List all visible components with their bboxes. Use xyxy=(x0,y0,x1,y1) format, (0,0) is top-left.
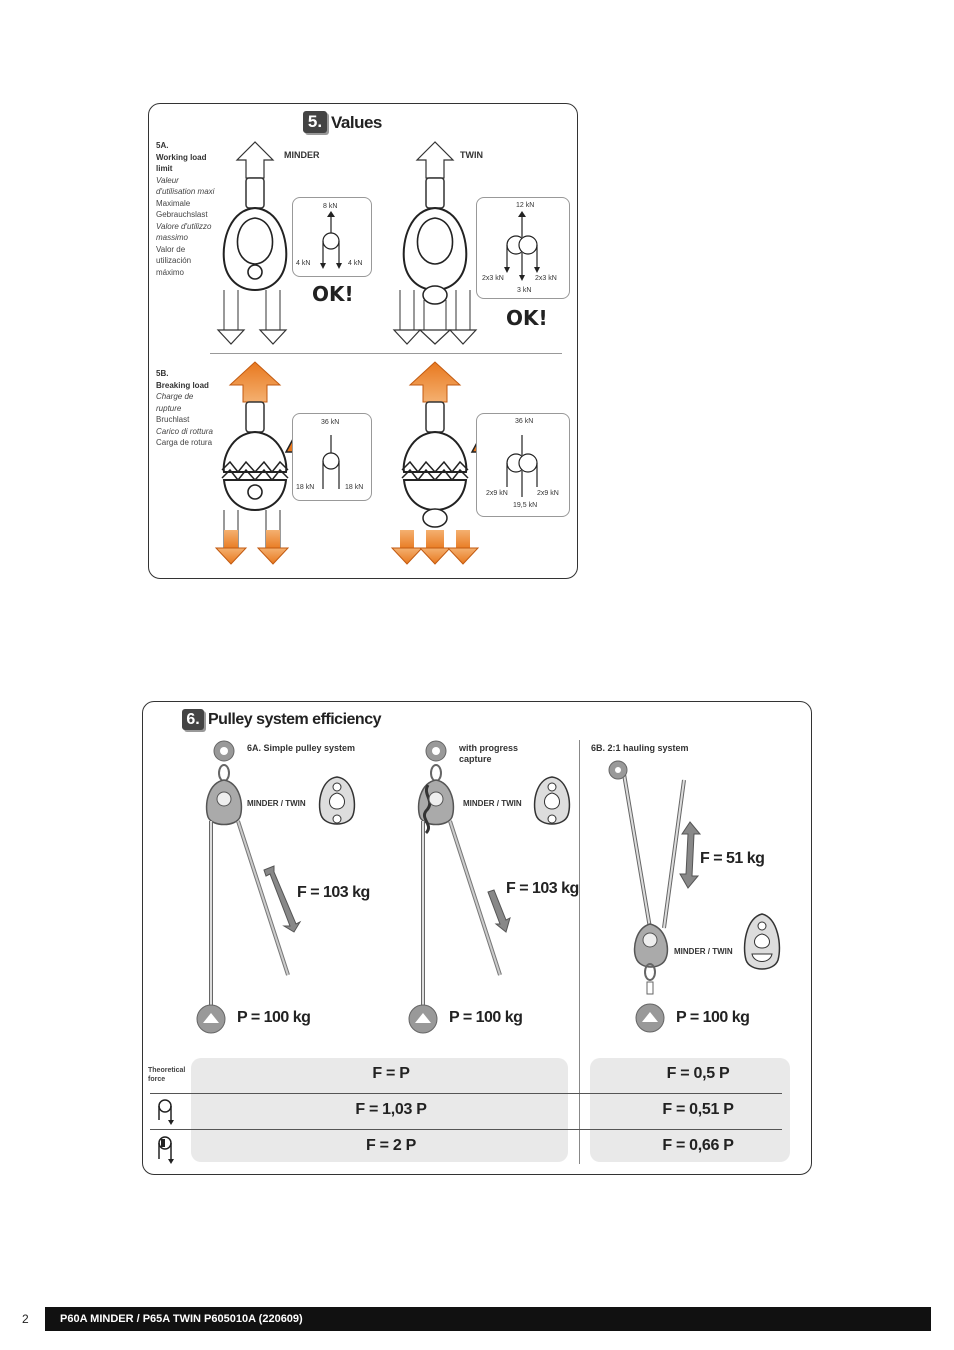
hauling-arrow xyxy=(679,821,702,889)
col2-label: with progress capture xyxy=(459,743,519,764)
wll-it: Valore d'utilizzo massimo xyxy=(156,221,212,243)
breaking-code: 5B. xyxy=(156,369,169,378)
device-label-3: MINDER / TWIN xyxy=(674,947,733,956)
column-divider xyxy=(579,740,580,1164)
progress-capture-illustration xyxy=(408,740,502,1034)
minder-wll-box xyxy=(292,197,372,277)
theoretical-label: Theoretical force xyxy=(148,1067,186,1083)
section-5-divider xyxy=(210,353,562,354)
col3-load: P = 100 kg xyxy=(676,1009,750,1026)
single-rope-icon xyxy=(158,1099,174,1125)
formula-left-2: F = 1,03 P xyxy=(355,1101,427,1118)
col1-force: F = 103 kg xyxy=(297,884,370,901)
wll-fr: Valeur d'utilisation maxi xyxy=(156,175,215,197)
formula-right-1: F = 0,5 P xyxy=(666,1065,730,1082)
minder-break-diagram xyxy=(322,435,340,489)
simple-pulley-illustration xyxy=(196,740,290,1034)
twin-label: TWIN xyxy=(460,150,483,160)
section-5-badge: 5. xyxy=(303,111,327,133)
twin-wll-diagram xyxy=(504,211,540,281)
twin-break-illustration xyxy=(390,361,480,565)
minder-twin-icon-1 xyxy=(318,776,356,825)
minder-ok-label: OK! xyxy=(312,282,354,306)
minder-wll-diagram xyxy=(320,211,342,269)
breaking-de: Bruchlast xyxy=(156,415,190,424)
section-6-badge: 6. xyxy=(182,709,204,730)
twin-wll-top: 12 kN xyxy=(516,202,535,209)
device-label-1: MINDER / TWIN xyxy=(247,799,306,808)
page-number: 2 xyxy=(22,1312,29,1326)
device-label-2: MINDER / TWIN xyxy=(463,799,522,808)
minder-wll-left: 4 kN xyxy=(296,260,311,267)
minder-wll-right: 4 kN xyxy=(348,260,363,267)
table-rule-1 xyxy=(150,1093,782,1094)
footer-text: P60A MINDER / P65A TWIN P605010A (220609… xyxy=(60,1313,303,1325)
col3-force: F = 51 kg xyxy=(700,850,765,867)
progress-capture-arrow xyxy=(487,889,511,933)
formula-table-right xyxy=(590,1058,790,1162)
breaking-it: Carico di rottura xyxy=(156,426,213,436)
col2-load: P = 100 kg xyxy=(449,1009,523,1026)
minder-break-top: 36 kN xyxy=(321,419,340,426)
twin-break-right: 2x9 kN xyxy=(537,490,559,497)
wll-code: 5A. xyxy=(156,141,169,150)
twin-wll-illustration xyxy=(392,141,478,345)
wll-legend: 5A. Working load limit Valeur d'utilisat… xyxy=(156,140,216,278)
wll-title: Working load limit xyxy=(156,152,207,174)
table-rule-2 xyxy=(150,1129,782,1130)
breaking-title: Breaking load xyxy=(156,380,209,390)
twin-wll-left: 2x3 kN xyxy=(482,275,504,282)
minder-twin-icon-2 xyxy=(533,776,571,825)
formula-right-2: F = 0,51 P xyxy=(662,1101,734,1118)
formula-right-3: F = 0,66 P xyxy=(662,1137,734,1154)
section-5-number: 5. xyxy=(307,112,323,131)
col1-label: 6A. Simple pulley system xyxy=(247,743,356,753)
twin-wll-bottom: 3 kN xyxy=(517,287,532,294)
minder-break-left: 18 kN xyxy=(296,484,315,491)
minder-break-right: 18 kN xyxy=(345,484,364,491)
footer-bar xyxy=(45,1307,931,1331)
twin-wll-right: 2x3 kN xyxy=(535,275,557,282)
section-6-number: 6. xyxy=(186,711,200,728)
breaking-fr: Charge de rupture xyxy=(156,392,194,413)
twin-ok-label: OK! xyxy=(506,306,548,330)
formula-left-1: F = P xyxy=(372,1065,410,1082)
minder-label: MINDER xyxy=(284,150,320,160)
minder-wll-illustration xyxy=(216,141,288,345)
breaking-legend: 5B. Breaking load Charge de rupture Bruc… xyxy=(156,368,216,449)
wll-de: Maximale Gebrauchslast xyxy=(156,198,208,220)
section-6-title: Pulley system efficiency xyxy=(208,711,381,728)
twin-break-bottom: 19,5 kN xyxy=(513,502,538,509)
breaking-es: Carga de rotura xyxy=(156,438,213,447)
twin-break-left: 2x9 kN xyxy=(486,490,508,497)
wll-es: Valor de utilización máximo xyxy=(156,244,192,277)
hauling-system-illustration xyxy=(608,760,686,1033)
twin-break-diagram xyxy=(506,435,538,497)
progress-capture-icon xyxy=(158,1136,174,1164)
minder-twin-icon-3 xyxy=(743,913,781,970)
minder-break-illustration xyxy=(214,361,290,565)
formula-table-left xyxy=(191,1058,568,1162)
col1-load: P = 100 kg xyxy=(237,1009,311,1026)
minder-wll-top: 8 kN xyxy=(323,203,338,210)
col2-force: F = 103 kg xyxy=(506,880,579,897)
formula-left-3: F = 2 P xyxy=(366,1137,416,1154)
col3-label: 6B. 2:1 hauling system xyxy=(591,743,689,753)
simple-pulley-arrow xyxy=(263,865,302,933)
section-5-title: Values xyxy=(331,113,382,132)
twin-break-top: 36 kN xyxy=(515,418,534,425)
